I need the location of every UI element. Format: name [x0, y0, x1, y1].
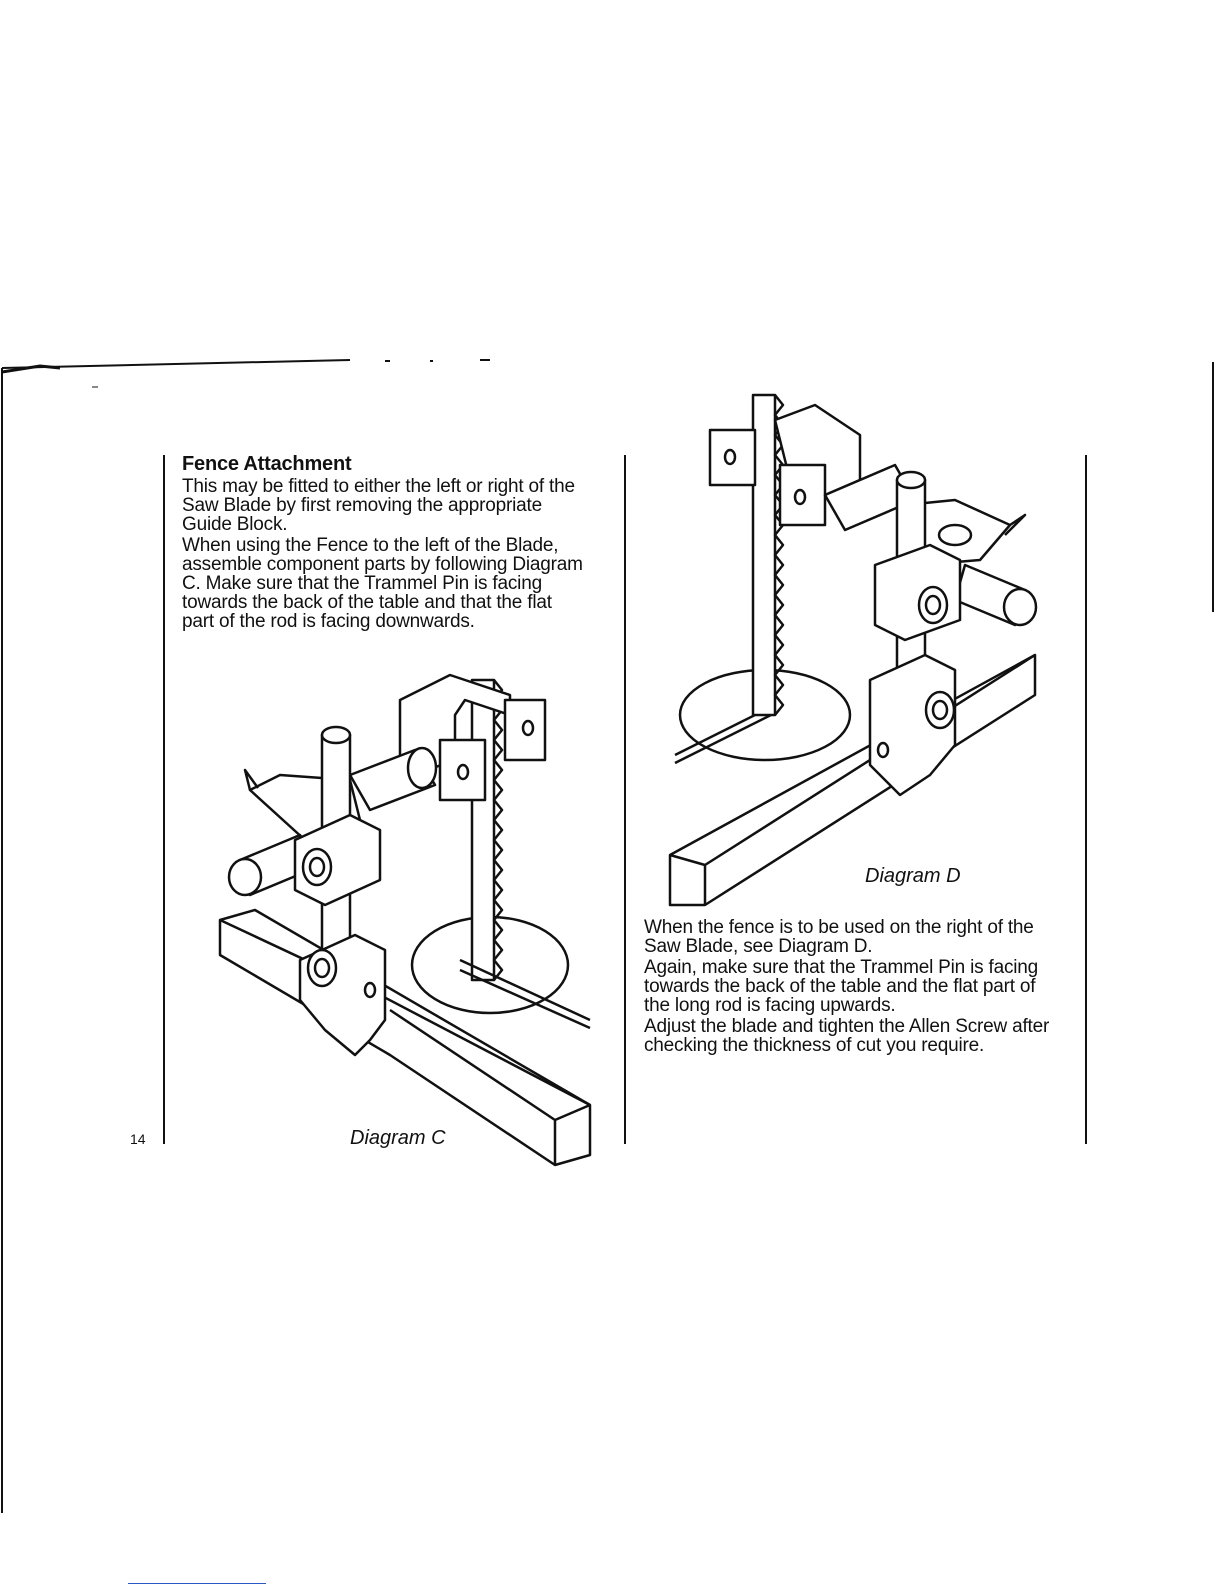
right-text-column: When the fence is to be used on the righ… — [644, 918, 1064, 1057]
right-paragraph-2: Again, make sure that the Trammel Pin is… — [644, 957, 1039, 1016]
diagram-c-caption: Diagram C — [350, 1127, 446, 1149]
diagram-d-caption: Diagram D — [865, 865, 961, 887]
page-number: 14 — [130, 1131, 146, 1147]
left-paragraph-2: When using the Fence to the left of the … — [182, 535, 583, 632]
bottom-blue-line — [128, 1583, 266, 1584]
left-text-column: Fence Attachment This may be fitted to e… — [182, 453, 587, 633]
section-heading: Fence Attachment — [182, 453, 352, 475]
column-rule-left — [163, 455, 165, 1144]
right-paragraph-3: Adjust the blade and tighten the Allen S… — [644, 1016, 1050, 1056]
diagram-c-illustration — [218, 673, 592, 1167]
column-rule-middle — [624, 455, 626, 1144]
right-paragraph-1: When the fence is to be used on the righ… — [644, 917, 1034, 957]
column-rule-right — [1085, 455, 1087, 1144]
left-paragraph-1: This may be fitted to either the left or… — [182, 476, 575, 535]
scan-left-edge — [1, 368, 3, 1513]
scan-right-edge — [1212, 362, 1214, 612]
scan-edge-line — [1, 359, 490, 388]
diagram-d-illustration — [668, 393, 1038, 907]
